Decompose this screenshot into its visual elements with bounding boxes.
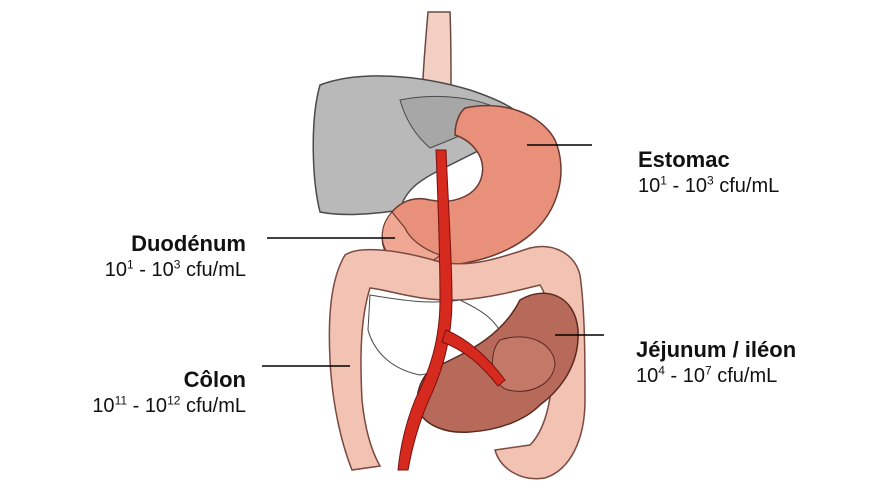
- organ-name-estomac: Estomac: [638, 146, 779, 174]
- concentration-colon: 1011 - 1012 cfu/mL: [92, 394, 246, 419]
- concentration-duodenum: 101 - 103 cfu/mL: [105, 258, 246, 283]
- organ-name-jejunum: Jéjunum / iléon: [636, 336, 796, 364]
- label-duodenum: Duodénum 101 - 103 cfu/mL: [105, 230, 246, 283]
- label-colon: Côlon 1011 - 1012 cfu/mL: [92, 366, 246, 419]
- label-jejunum: Jéjunum / iléon 104 - 107 cfu/mL: [636, 336, 796, 389]
- concentration-estomac: 101 - 103 cfu/mL: [638, 174, 779, 199]
- organ-name-duodenum: Duodénum: [105, 230, 246, 258]
- organ-name-colon: Côlon: [92, 366, 246, 394]
- concentration-jejunum: 104 - 107 cfu/mL: [636, 364, 796, 389]
- label-estomac: Estomac 101 - 103 cfu/mL: [638, 146, 779, 199]
